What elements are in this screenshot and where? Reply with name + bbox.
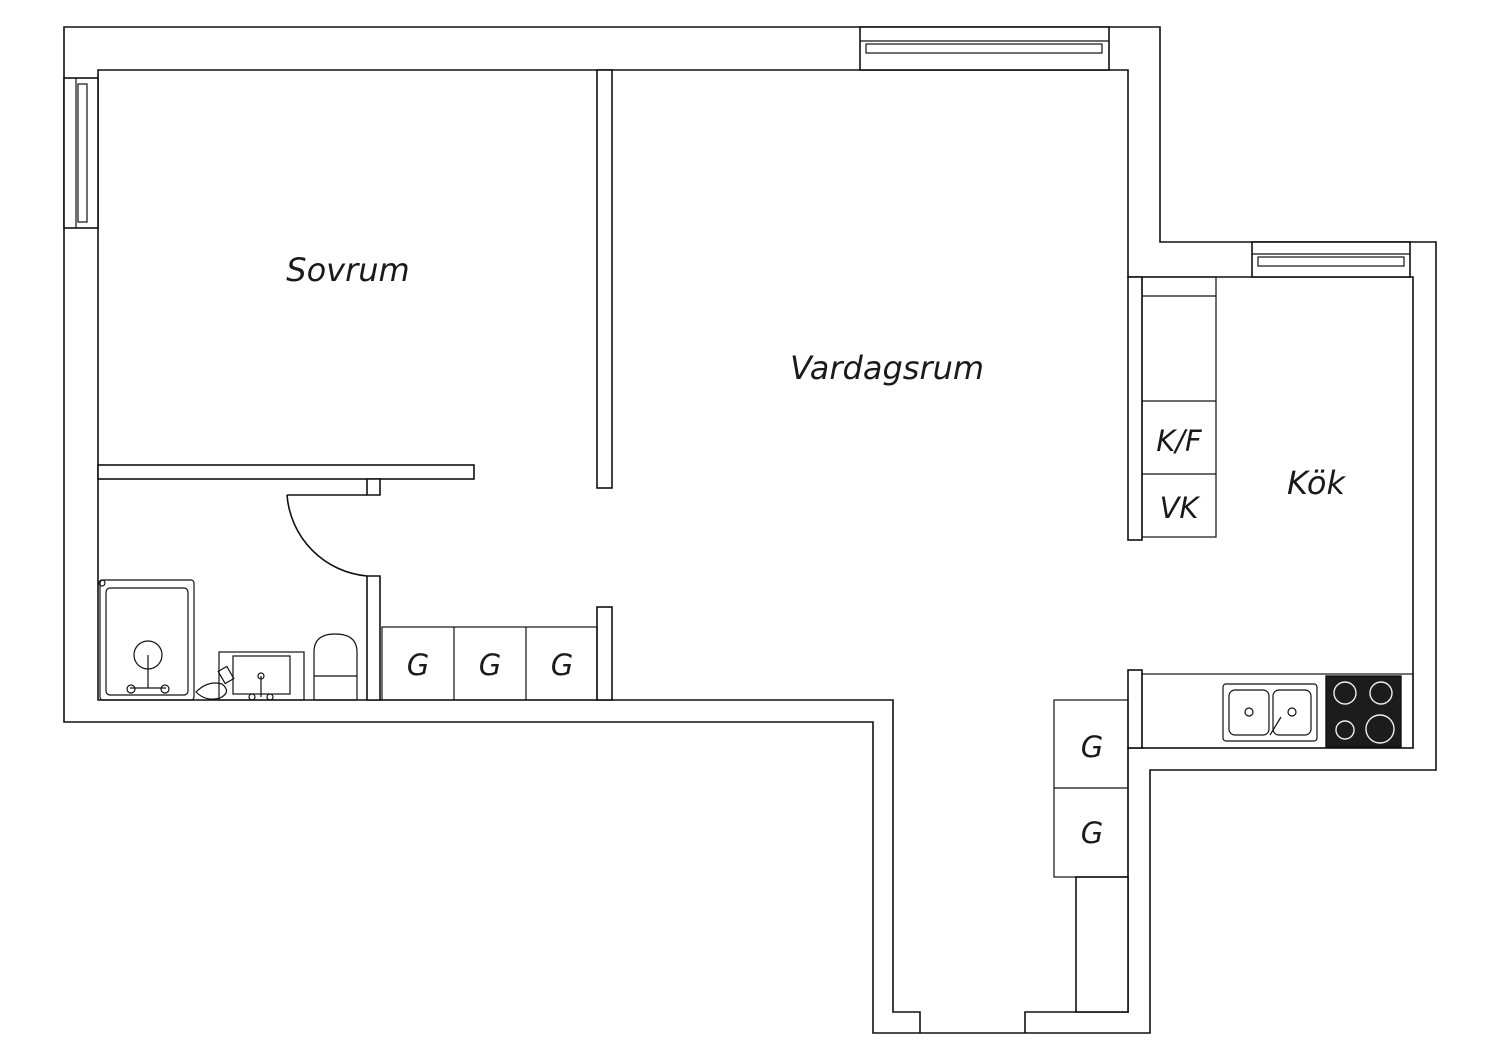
wardrobe-label: G bbox=[407, 648, 429, 682]
sink bbox=[1222, 683, 1318, 742]
window-left bbox=[63, 77, 99, 229]
wall-bedroom-living bbox=[596, 69, 613, 489]
hall-wardrobes bbox=[381, 626, 598, 701]
wardrobe-label: G bbox=[1081, 730, 1103, 764]
wall-bath-right bbox=[366, 478, 381, 701]
shower bbox=[98, 579, 195, 701]
toilet bbox=[313, 633, 358, 701]
window-kitchen bbox=[1251, 241, 1411, 278]
stove bbox=[1325, 675, 1402, 748]
wardrobe-label: G bbox=[479, 648, 501, 682]
wall-kitchen-upper bbox=[1127, 276, 1143, 541]
room-label-bedroom: Sovrum bbox=[286, 251, 409, 289]
wardrobe-label: G bbox=[551, 648, 573, 682]
wine-fridge-label: VK bbox=[1160, 491, 1201, 525]
wall-entrance-side bbox=[1075, 876, 1129, 1013]
bathroom-door[interactable] bbox=[286, 494, 368, 577]
kitchen-tall-units bbox=[1141, 276, 1217, 538]
washbasin bbox=[218, 651, 305, 701]
wall-hall-stub bbox=[596, 606, 613, 701]
wardrobe-label: G bbox=[1081, 816, 1103, 850]
exterior-walls bbox=[63, 26, 1437, 1034]
kitchen-counter bbox=[1141, 673, 1414, 749]
bidet-shower bbox=[195, 665, 235, 700]
room-label-living-room: Vardagsrum bbox=[790, 349, 984, 387]
wall-kitchen-lower bbox=[1127, 669, 1143, 749]
entrance-wardrobes bbox=[1053, 699, 1129, 878]
room-label-kitchen: Kök bbox=[1287, 464, 1346, 502]
window-top bbox=[859, 26, 1110, 71]
wall-bedroom-bath bbox=[97, 464, 475, 480]
fridge-freezer-label: K/F bbox=[1156, 424, 1203, 458]
